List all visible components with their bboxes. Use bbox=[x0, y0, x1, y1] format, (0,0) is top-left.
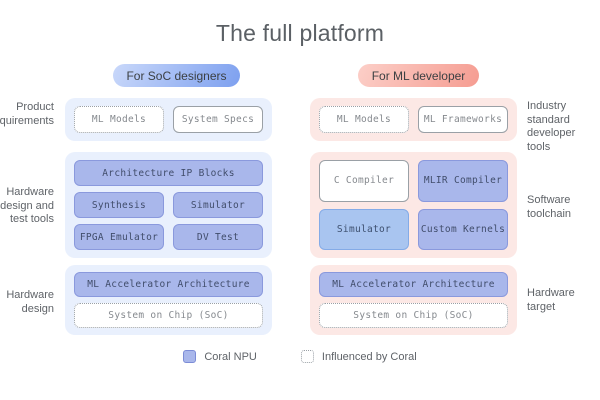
box-ml-simulator: Simulator bbox=[319, 208, 409, 250]
box-dv-test: DV Test bbox=[173, 224, 263, 250]
legend-item-influenced-by-coral: Influenced by Coral bbox=[300, 350, 417, 363]
box-mlir-compiler: MLIR Compiler bbox=[418, 160, 508, 202]
legend: Coral NPU Influenced by Coral bbox=[0, 350, 600, 363]
label-hardware-design: Hardware design bbox=[6, 289, 54, 315]
box-fpga-emulator: FPGA Emulator bbox=[74, 224, 164, 250]
box-soc-ml-models: ML Models bbox=[74, 106, 164, 133]
box-synthesis: Synthesis bbox=[74, 192, 164, 218]
label-hardware-target: Hardware target bbox=[527, 287, 575, 313]
box-ml-ml-accelerator-architecture: ML Accelerator Architecture bbox=[319, 272, 508, 297]
coral-npu-swatch-icon bbox=[183, 350, 197, 363]
box-soc-system-on-chip: System on Chip (SoC) bbox=[74, 303, 263, 328]
page-title: The full platform bbox=[215, 20, 385, 46]
label-industry-standard-tools: Industry standard developer tools bbox=[527, 100, 576, 153]
box-ml-frameworks: ML Frameworks bbox=[418, 106, 508, 133]
box-system-specs: System Specs bbox=[173, 106, 263, 133]
box-custom-kernels: Custom Kernels bbox=[418, 208, 508, 250]
badge-ml-developer: For ML developer bbox=[358, 64, 479, 87]
legend-influenced-label: Influenced by Coral bbox=[321, 350, 417, 363]
influenced-by-coral-swatch-icon bbox=[300, 350, 314, 363]
box-soc-simulator: Simulator bbox=[173, 192, 263, 218]
panel-soc-requirements: ML Models System Specs bbox=[65, 98, 272, 141]
box-ml-ml-models: ML Models bbox=[319, 106, 409, 133]
panel-soc-design-tools: Architecture IP Blocks Synthesis Simulat… bbox=[65, 152, 272, 258]
box-soc-ml-accelerator-architecture: ML Accelerator Architecture bbox=[74, 272, 263, 297]
panel-software-toolchain: C Compiler MLIR Compiler Simulator Custo… bbox=[310, 152, 517, 258]
box-c-compiler: C Compiler bbox=[319, 160, 409, 202]
box-architecture-ip-blocks: Architecture IP Blocks bbox=[74, 160, 263, 186]
legend-item-coral-npu: Coral NPU bbox=[183, 350, 257, 363]
panel-hardware-target: ML Accelerator Architecture System on Ch… bbox=[310, 265, 517, 335]
box-ml-system-on-chip: System on Chip (SoC) bbox=[319, 303, 508, 328]
label-hardware-design-test-tools: Hardware design and test tools bbox=[0, 186, 54, 225]
panel-soc-hardware-design: ML Accelerator Architecture System on Ch… bbox=[65, 265, 272, 335]
legend-coral-npu-label: Coral NPU bbox=[204, 350, 257, 363]
label-software-toolchain: Software toolchain bbox=[527, 194, 572, 220]
label-product-requirements: Product requirements bbox=[0, 101, 54, 127]
badge-soc-designers: For SoC designers bbox=[113, 64, 240, 87]
panel-ml-developer-tools: ML Models ML Frameworks bbox=[310, 98, 517, 141]
